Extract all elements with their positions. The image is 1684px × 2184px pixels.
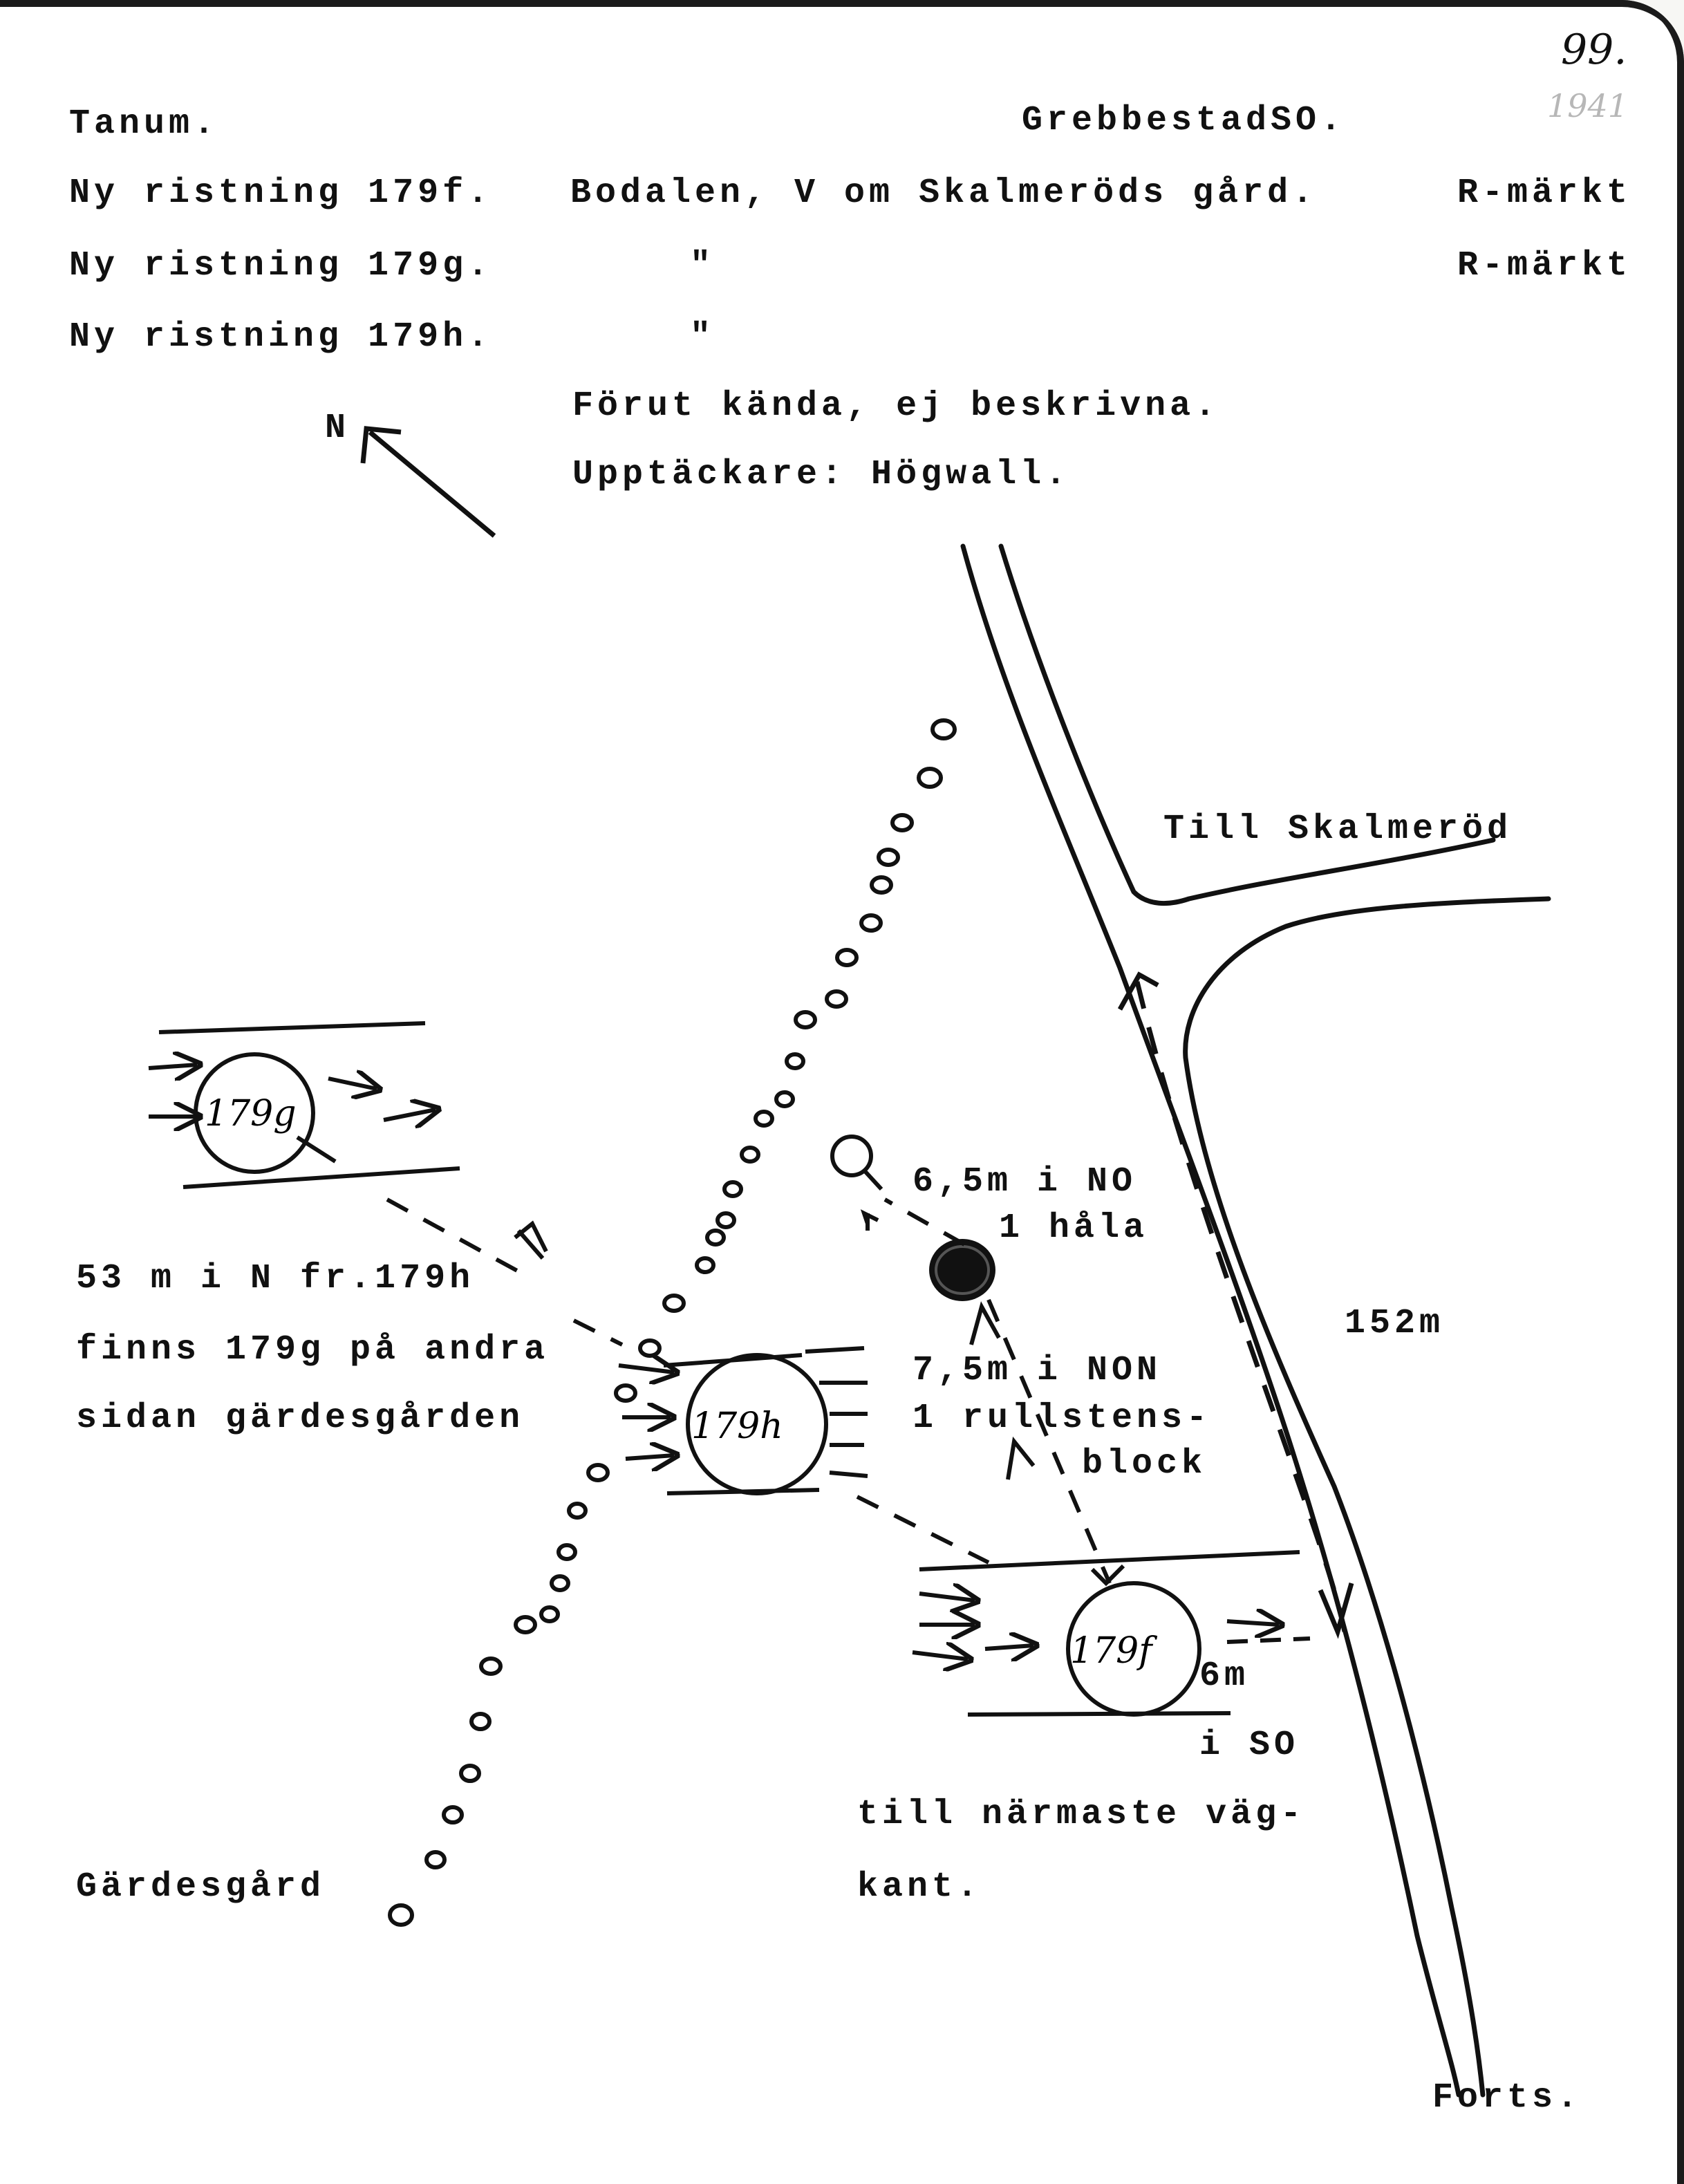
rock-179f-note-b: i SO: [1199, 1726, 1300, 1765]
entry-179g-place: ": [690, 246, 715, 286]
map-sheet-name: GrebbestadSO.: [1022, 101, 1346, 140]
rock-179g-note-2: finns 179g på andra: [76, 1330, 550, 1370]
rock-179h: [618, 1346, 868, 1495]
entry-179f-title: Ny ristning 179f.: [69, 174, 493, 213]
rock-179f-note-a: 6m: [1199, 1656, 1250, 1696]
entry-179g-mark: R-märkt: [1457, 246, 1632, 286]
rock-179g-note-1: 53 m i N fr.179h: [76, 1259, 475, 1298]
block-note-2: 1 rullstens-: [913, 1399, 1212, 1438]
block-note-1: 7,5m i NON: [913, 1351, 1162, 1390]
entry-179f-place: Bodalen, V om Skalmeröds gård.: [570, 174, 1318, 213]
measurement-arrowheads: [514, 1209, 1125, 1587]
hole-note-1: 6,5m i NO: [913, 1162, 1137, 1202]
fence-label: Gärdesgård: [76, 1867, 326, 1907]
rock-179g-label: 179g: [205, 1093, 297, 1135]
boulder-marker: [929, 1239, 995, 1301]
continues-label: Forts.: [1432, 2078, 1582, 2118]
north-label: N: [325, 409, 350, 448]
entry-179g-title: Ny ristning 179g.: [69, 246, 493, 286]
entry-179f-mark: R-märkt: [1457, 174, 1632, 213]
road-label-skalmerod: Till Skalmeröd: [1163, 810, 1513, 849]
page-number: 99.: [1561, 26, 1627, 74]
hole-marker: [830, 1135, 883, 1191]
road-distance-line: [1117, 971, 1354, 1639]
rock-179g: [148, 1021, 460, 1189]
parish-name: Tanum.: [69, 104, 219, 144]
measurement-lines: [386, 1197, 1112, 1585]
note-previously-known: Förut kända, ej beskrivna.: [572, 386, 1220, 426]
year-pencil: 1941: [1547, 87, 1629, 124]
fence-line: [388, 718, 957, 1927]
north-arrow: [360, 426, 496, 538]
rock-179f-note-c: till närmaste väg-: [857, 1795, 1306, 1834]
note-discoverer: Upptäckare: Högwall.: [572, 455, 1071, 494]
hole-note-2: 1 håla: [999, 1208, 1149, 1248]
road: [960, 543, 1551, 2098]
entry-179h-place: ": [690, 317, 715, 357]
entry-179h-title: Ny ristning 179h.: [69, 317, 493, 357]
rock-179h-label: 179h: [691, 1406, 783, 1447]
rock-179f-label: 179f: [1070, 1630, 1157, 1672]
rock-179f-note-d: kant.: [857, 1867, 982, 1907]
road-distance-label: 152m: [1345, 1304, 1445, 1343]
rock-179f: [912, 1550, 1311, 1717]
block-note-3: block: [1082, 1444, 1207, 1484]
rock-179g-note-3: sidan gärdesgården: [76, 1399, 525, 1438]
